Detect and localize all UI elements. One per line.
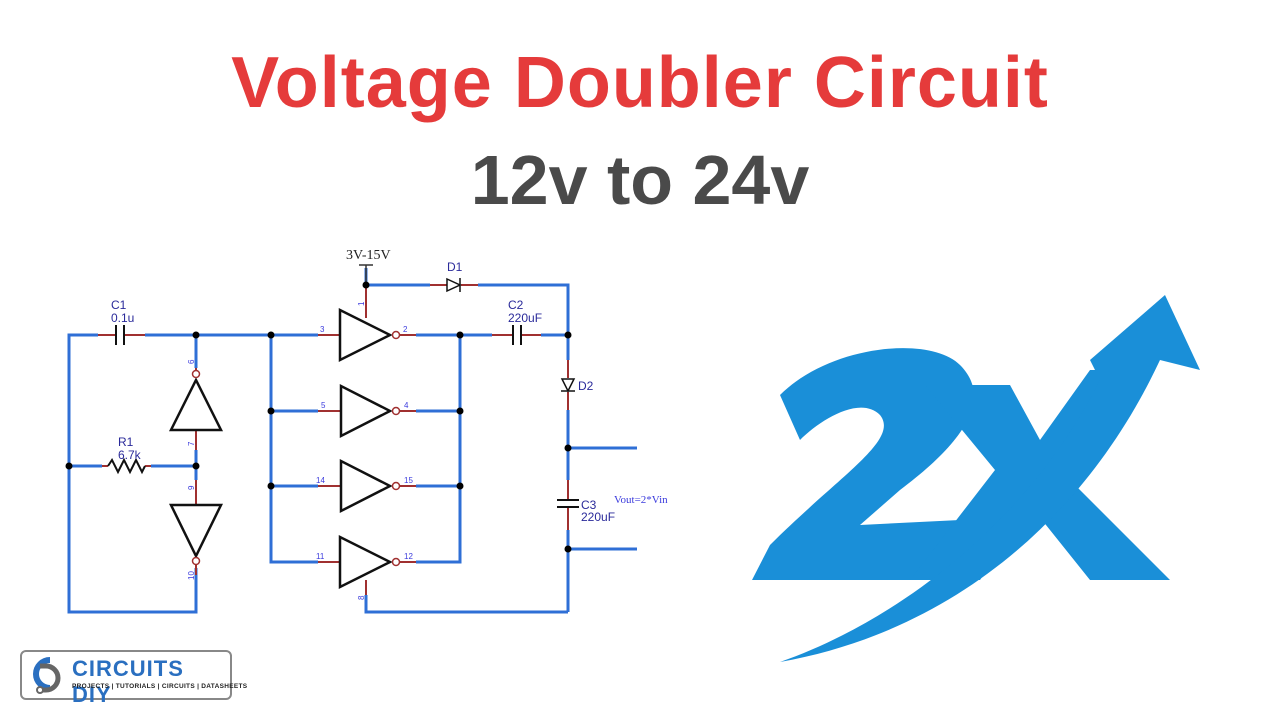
capacitor-c3 xyxy=(557,499,579,508)
circuits-diy-logo: CIRCUITS DIY PROJECTS | TUTORIALS | CIRC… xyxy=(20,650,247,707)
svg-text:1: 1 xyxy=(357,301,366,306)
diode-d2 xyxy=(560,378,576,393)
badge-2x-graphic xyxy=(752,295,1200,662)
supply-label: 3V-15V xyxy=(346,248,391,263)
svg-text:4: 4 xyxy=(404,401,409,410)
pin-numbers: 1 2 3 4 5 6 7 8 9 10 11 12 14 15 xyxy=(187,301,413,600)
page-subtitle: 12v to 24v xyxy=(470,141,810,219)
svg-text:3: 3 xyxy=(320,325,325,334)
capacitor-c1 xyxy=(115,325,125,345)
r1-value: 6.7k xyxy=(118,448,142,462)
junction-dots xyxy=(65,281,572,553)
c2-value: 220uF xyxy=(508,311,542,325)
svg-text:15: 15 xyxy=(404,476,413,485)
resistor-r1 xyxy=(107,457,146,475)
svg-text:6: 6 xyxy=(187,359,196,364)
components xyxy=(107,264,579,590)
c1-name: C1 xyxy=(111,298,127,312)
svg-text:5: 5 xyxy=(321,401,326,410)
svg-text:14: 14 xyxy=(316,476,325,485)
svg-text:11: 11 xyxy=(316,552,325,561)
svg-text:7: 7 xyxy=(187,441,196,446)
svg-text:8: 8 xyxy=(357,595,366,600)
r1-name: R1 xyxy=(118,435,134,449)
wires xyxy=(67,268,637,614)
page-title: Voltage Doubler Circuit xyxy=(231,43,1049,123)
logo-mark-icon xyxy=(33,657,61,694)
svg-text:9: 9 xyxy=(187,485,196,490)
diode-d1 xyxy=(446,277,462,293)
d2-label: D2 xyxy=(578,379,594,393)
svg-text:2: 2 xyxy=(403,325,408,334)
logo-name: CIRCUITS DIY xyxy=(72,656,184,707)
inverter-gates xyxy=(168,307,393,590)
c3-name: C3 xyxy=(581,498,597,512)
inverter-bubbles xyxy=(191,330,401,567)
c2-name: C2 xyxy=(508,298,524,312)
component-leads xyxy=(98,284,569,595)
d1-label: D1 xyxy=(447,260,463,274)
c3-value: 220uF xyxy=(581,510,615,524)
svg-text:12: 12 xyxy=(404,552,413,561)
svg-text:10: 10 xyxy=(187,571,196,580)
capacitor-c2 xyxy=(512,325,522,345)
vout-label: Vout=2*Vin xyxy=(614,494,668,506)
c1-value: 0.1u xyxy=(111,311,134,325)
logo-tagline: PROJECTS | TUTORIALS | CIRCUITS | DATASH… xyxy=(72,683,248,690)
